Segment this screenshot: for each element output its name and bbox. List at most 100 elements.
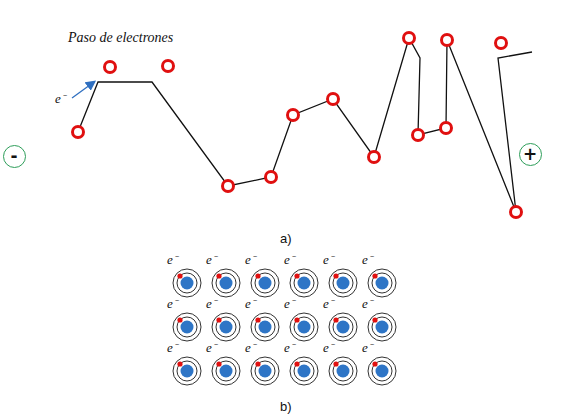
- outer-shell: [290, 269, 318, 297]
- outer-shell: [368, 313, 396, 341]
- outer-shell: [290, 313, 318, 341]
- inner-shell: [372, 361, 392, 381]
- nucleus: [181, 321, 194, 334]
- outer-shell: [329, 269, 357, 297]
- electron-symbol: e⁻: [206, 253, 216, 267]
- outer-shell: [212, 269, 240, 297]
- electron-symbol: e⁻: [284, 253, 294, 267]
- atom-lattice: [173, 269, 396, 385]
- path-stop: [223, 181, 234, 192]
- outer-shell: [368, 269, 396, 297]
- electron-dot: [216, 361, 221, 366]
- nucleus: [376, 321, 389, 334]
- inner-shell: [372, 273, 392, 293]
- inner-shell: [333, 273, 353, 293]
- inner-shell: [294, 273, 314, 293]
- nucleus: [181, 277, 194, 290]
- outer-shell: [329, 313, 357, 341]
- electron-symbol: e⁻: [167, 341, 177, 355]
- electron-stops: [73, 33, 522, 218]
- inner-shell: [333, 361, 353, 381]
- outer-shell: [173, 357, 201, 385]
- nucleus: [298, 277, 311, 290]
- nucleus: [337, 321, 350, 334]
- path-stop: [369, 152, 380, 163]
- electron-symbol: e⁻: [245, 341, 255, 355]
- nucleus: [376, 365, 389, 378]
- path-stop: [496, 38, 507, 49]
- path-stop: [288, 110, 299, 121]
- electron-symbol: e⁻: [206, 341, 216, 355]
- nucleus: [259, 321, 272, 334]
- nucleus: [337, 365, 350, 378]
- outer-shell: [212, 313, 240, 341]
- outer-shell: [173, 269, 201, 297]
- path-stop: [105, 62, 116, 73]
- path-stop: [441, 123, 452, 134]
- electron-dot: [372, 317, 377, 322]
- outer-shell: [368, 357, 396, 385]
- terminal-sign: -: [10, 148, 17, 165]
- electron-symbol: e⁻: [245, 253, 255, 267]
- inner-shell: [255, 273, 275, 293]
- part-label: a): [280, 232, 292, 246]
- electron-dot: [294, 317, 299, 322]
- electron-symbol: e⁻: [206, 297, 216, 311]
- terminal-sign: +: [523, 146, 537, 163]
- inner-shell: [177, 273, 197, 293]
- nucleus: [376, 277, 389, 290]
- outer-shell: [251, 313, 279, 341]
- nucleus: [337, 277, 350, 290]
- nucleus: [220, 321, 233, 334]
- electron-symbol: e⁻: [323, 253, 333, 267]
- inner-shell: [372, 317, 392, 337]
- inner-shell: [255, 361, 275, 381]
- inner-shell: [216, 273, 236, 293]
- nucleus: [259, 277, 272, 290]
- path-stop: [511, 207, 522, 218]
- inner-shell: [216, 317, 236, 337]
- electron-symbol: e⁻: [245, 297, 255, 311]
- nucleus: [298, 365, 311, 378]
- electron-symbol: e⁻: [284, 341, 294, 355]
- electron-dot: [372, 273, 377, 278]
- path-stop: [163, 61, 174, 72]
- positive-terminal: +: [519, 143, 542, 166]
- caption-text: Paso de electrones: [68, 30, 173, 45]
- electron-path: [78, 38, 532, 212]
- inner-shell: [294, 361, 314, 381]
- path-stop: [413, 130, 424, 141]
- electron-symbol: e⁻: [167, 253, 177, 267]
- outer-shell: [329, 357, 357, 385]
- electron-dot: [333, 273, 338, 278]
- path-stop: [266, 172, 277, 183]
- electron-dot: [255, 317, 260, 322]
- electron-symbol: e⁻: [284, 297, 294, 311]
- electron-symbol: e⁻: [362, 253, 372, 267]
- electron-dot: [333, 317, 338, 322]
- electron-symbol: e⁻: [167, 297, 177, 311]
- electron-symbol: e⁻: [323, 341, 333, 355]
- nucleus: [181, 365, 194, 378]
- electron-symbol: e⁻: [362, 341, 372, 355]
- electron-dot: [294, 361, 299, 366]
- inner-shell: [294, 317, 314, 337]
- electron-symbol: e⁻: [362, 297, 372, 311]
- inner-shell: [216, 361, 236, 381]
- electron-dot: [216, 317, 221, 322]
- inner-shell: [177, 317, 197, 337]
- electron-dot: [177, 317, 182, 322]
- outer-shell: [251, 269, 279, 297]
- nucleus: [259, 365, 272, 378]
- negative-terminal: -: [3, 145, 26, 168]
- electron-dot: [177, 361, 182, 366]
- electron-arrow: [72, 82, 94, 98]
- electron-dot: [255, 361, 260, 366]
- electron-dot: [294, 273, 299, 278]
- nucleus: [220, 277, 233, 290]
- inner-shell: [333, 317, 353, 337]
- electron-dot: [255, 273, 260, 278]
- electron-dot: [216, 273, 221, 278]
- nucleus: [298, 321, 311, 334]
